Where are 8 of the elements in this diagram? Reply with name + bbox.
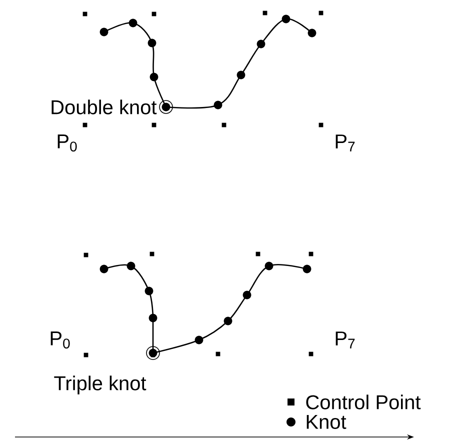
label: P$_{0}$ [58,134,77,152]
legend-text: Knot [306,415,346,429]
label: P$_{7}$ [336,134,355,152]
label: P$_{0}$ [50,332,70,348]
legend-text: Control Point [306,394,421,410]
label: P$_{7}$ [336,332,355,348]
label: Double knot [52,100,157,114]
label: Triple knot [54,376,146,394]
